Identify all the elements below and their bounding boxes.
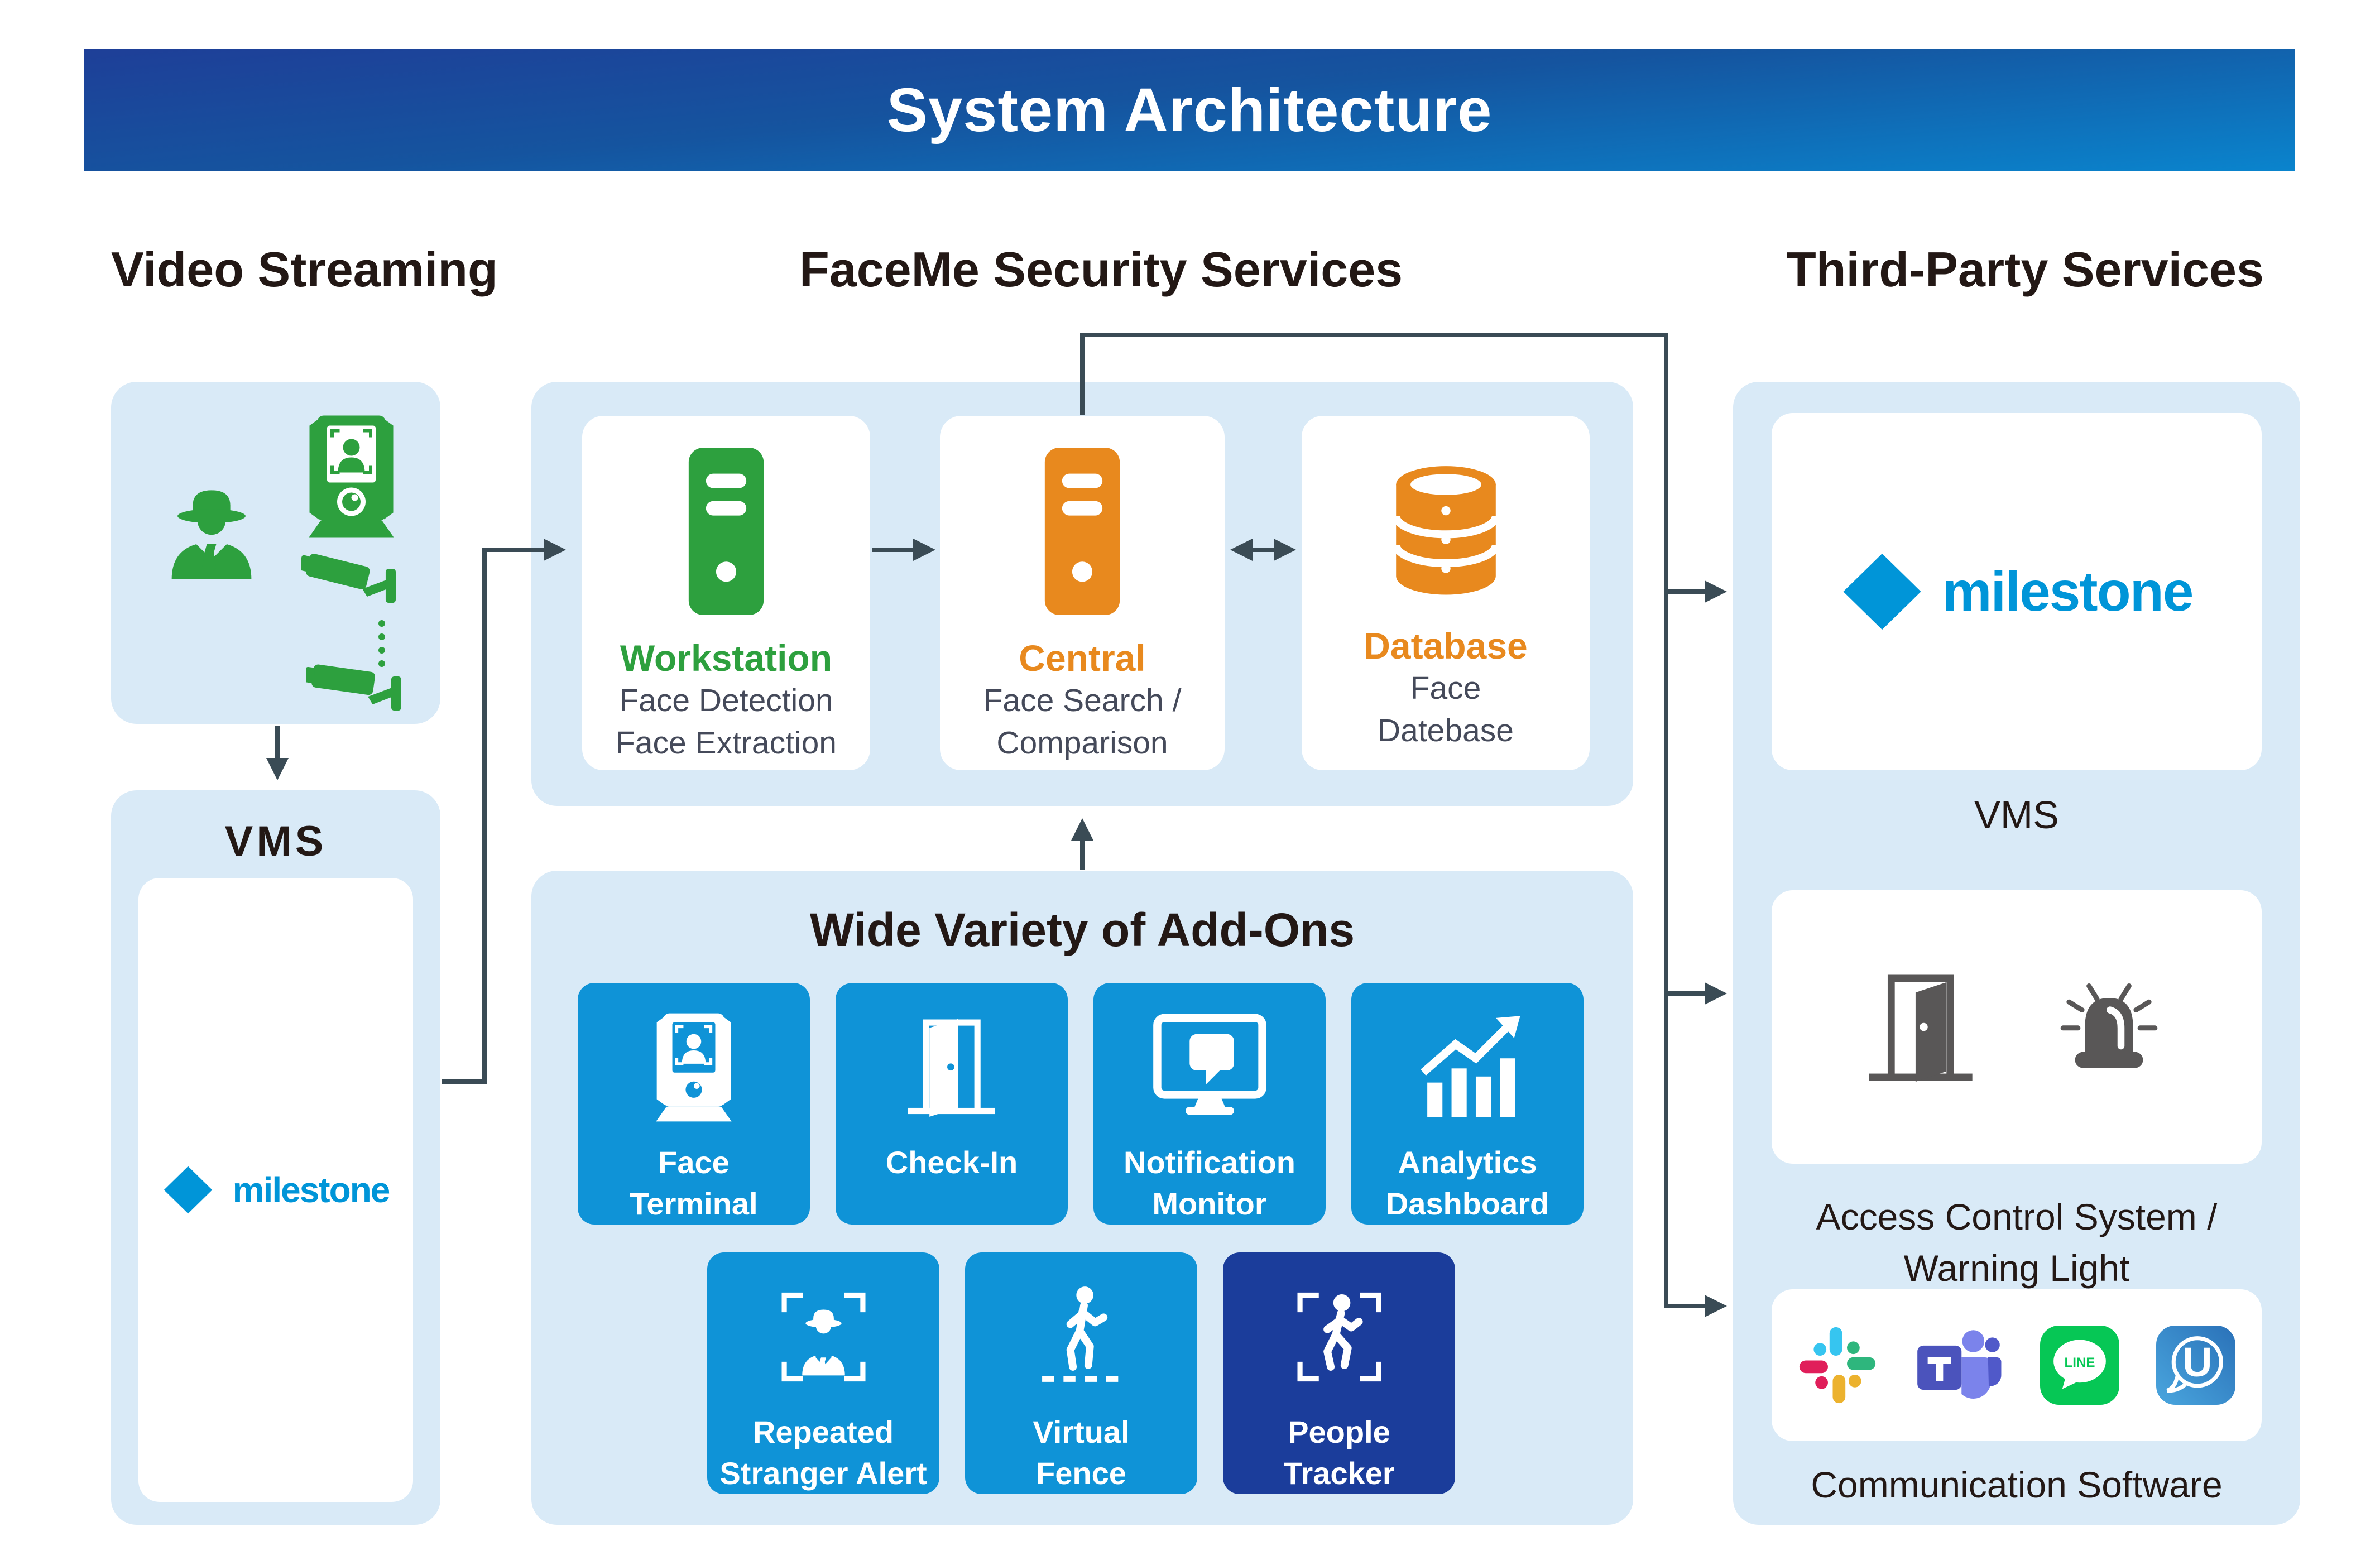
teams-icon <box>1917 1329 2002 1399</box>
svg-text:U: U <box>2182 1339 2212 1385</box>
tile-label: Analytics Dashboard <box>1385 1145 1549 1221</box>
slack-icon <box>1799 1327 1876 1404</box>
access-door-icon <box>1868 974 1973 1082</box>
notification-monitor-icon <box>1153 1014 1266 1115</box>
milestone-diamond-icon <box>1843 553 1921 630</box>
tile-label: Check-In <box>885 1145 1018 1180</box>
vms-milestone-card: milestone <box>138 878 413 1502</box>
central-caption-line1: Face Search / <box>983 683 1182 718</box>
communication-label: Communication Software <box>1811 1464 2223 1505</box>
access-control-label: Access Control System / Warning Light <box>1816 1196 2218 1289</box>
workstation-card: Workstation Face Detection Face Extracti… <box>582 416 870 770</box>
analytics-dashboard-icon <box>1420 1016 1520 1117</box>
tile-label: People Tracker <box>1283 1414 1395 1491</box>
tile-label: Notification Monitor <box>1124 1145 1295 1221</box>
face-terminal-icon <box>309 415 394 538</box>
tile-check-in: Check-In <box>836 983 1068 1225</box>
tile-people-tracker: People Tracker <box>1223 1252 1455 1494</box>
cctv-camera-icon <box>301 554 396 603</box>
cctv-camera-icon <box>306 664 401 711</box>
spy-icon <box>171 490 252 579</box>
database-caption-line2: Datebase <box>1377 713 1514 748</box>
tile-label: Repeated Stranger Alert <box>719 1414 927 1491</box>
heading-video-streaming: Video Streaming <box>111 242 498 297</box>
central-server-icon <box>1044 448 1120 615</box>
line-icon: LINE <box>2040 1326 2119 1405</box>
database-name: Database <box>1364 625 1528 666</box>
dotted-separator-icon <box>378 620 385 667</box>
central-name: Central <box>1019 637 1146 679</box>
tile-label: Virtual Fence <box>1033 1414 1130 1491</box>
workstation-server-icon <box>688 448 764 615</box>
milestone-wordmark: milestone <box>1942 560 2194 623</box>
vms-label: VMS <box>224 818 327 865</box>
tile-virtual-fence: Virtual Fence <box>965 1252 1197 1494</box>
workstation-name: Workstation <box>620 637 833 679</box>
stranger-alert-icon <box>781 1292 866 1382</box>
title-banner: System Architecture <box>84 49 2295 171</box>
third-party-vms-card: milestone <box>1772 413 2262 770</box>
addons-title: Wide Variety of Add-Ons <box>809 904 1355 956</box>
virtual-fence-icon <box>1042 1286 1121 1382</box>
door-icon <box>908 1019 996 1117</box>
vms-box: VMS milestone <box>111 790 440 1525</box>
third-party-panel: milestone VMS Access <box>1733 382 2300 1525</box>
heading-third-party-services: Third-Party Services <box>1786 242 2264 297</box>
third-party-vms-label: VMS <box>1974 793 2059 837</box>
workstation-caption-line1: Face Detection <box>619 683 833 718</box>
workstation-caption-line2: Face Extraction <box>616 725 837 761</box>
tile-repeated-stranger-alert: Repeated Stranger Alert <box>707 1252 939 1494</box>
milestone-wordmark: milestone <box>232 1170 391 1210</box>
central-caption-line2: Comparison <box>996 725 1168 761</box>
tile-label: Face Terminal <box>630 1145 758 1221</box>
warning-light-icon <box>2060 983 2157 1068</box>
page-title: System Architecture <box>886 75 1493 145</box>
database-icon <box>1391 466 1500 595</box>
database-card: Database Face Datebase <box>1302 416 1590 770</box>
milestone-logo: milestone <box>162 1164 390 1216</box>
svg-text:LINE: LINE <box>2065 1355 2095 1370</box>
heading-faceme-security-services: FaceMe Security Services <box>799 242 1403 297</box>
access-control-card <box>1772 890 2262 1164</box>
communication-card: LINE U <box>1772 1289 2262 1441</box>
database-caption-line1: Face <box>1410 670 1481 706</box>
central-card: Central Face Search / Comparison <box>940 416 1225 770</box>
tile-notification-monitor: Notification Monitor <box>1093 983 1326 1225</box>
tile-face-terminal: Face Terminal <box>578 983 810 1225</box>
u-messenger-icon: U <box>2156 1326 2235 1405</box>
face-terminal-icon <box>656 1013 732 1122</box>
people-tracker-icon <box>1297 1292 1381 1382</box>
milestone-diamond-icon <box>164 1166 212 1214</box>
milestone-logo: milestone <box>1841 550 2194 633</box>
video-sources-box <box>111 382 440 724</box>
tile-analytics-dashboard: Analytics Dashboard <box>1351 983 1584 1225</box>
